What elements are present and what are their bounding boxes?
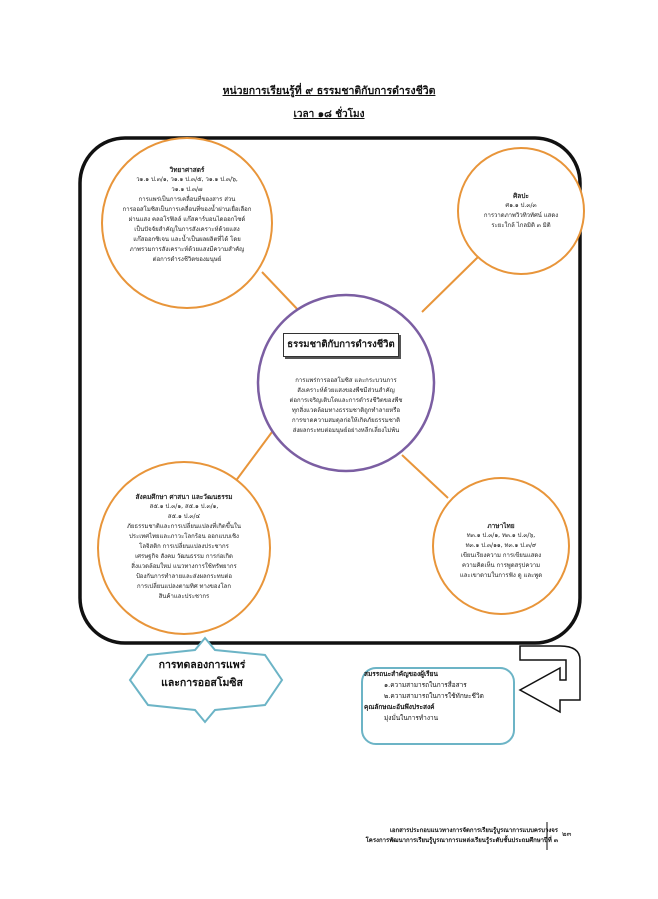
activity-star-shape: [128, 636, 284, 724]
activity-label: การทดลองการแพร่ และการออสโมซิส: [132, 656, 272, 692]
thai-line: ความคิดเห็น การพูดสรุปความ: [461, 562, 541, 569]
competency-text: สมรรถนะสำคัญของผู้เรียน ๑.ความสามารถในกา…: [364, 669, 514, 724]
arts-heading: ศิลปะ: [513, 192, 529, 200]
center-text: การแพร่การออสโมซิส และกระบวนการ สังเคราะ…: [266, 376, 426, 436]
science-line: การแพร่เป็นการเคลื่อนที่ของสาร ส่วน: [138, 196, 236, 203]
connector-thai: [401, 454, 449, 499]
connector-social: [231, 431, 273, 487]
center-line: ส่งผลกระทบต่อมนุษย์อย่างหลีกเลี่ยงไม่พ้น: [292, 427, 400, 434]
science-line: เป็นปัจจัยสำคัญในการสังเคราะห์ด้วยแสง: [134, 226, 240, 233]
footer-text: เอกสารประกอบแนวทางการจัดการเรียนรู้บูรณา…: [366, 826, 558, 846]
trait-heading: คุณลักษณะอันพึงประสงค์: [364, 703, 435, 711]
social-line: การเปลี่ยนแปลงตามทิศ ทางของโลก: [137, 583, 231, 590]
competency-item: ๒.ความสามารถในการใช้ทักษะชีวิต: [384, 692, 484, 700]
footer-line: เอกสารประกอบแนวทางการจัดการเรียนรู้บูรณา…: [389, 827, 558, 834]
arts-line: ระยะใกล้ ไกลมิติ ๓ มิติ: [491, 222, 551, 229]
thai-code: ท๓.๑ ป.๓/๑๑, ท๓.๑ ป.๓/๙: [465, 542, 537, 549]
center-title-box: ธรรมชาติกับการดำรงชีวิต: [283, 333, 399, 357]
frame-border: [78, 136, 582, 645]
social-line: ป้องกันการทำลายและส่งผลกระทบต่อ: [135, 573, 233, 580]
arrow-shape: [518, 645, 581, 714]
center-line: การแพร่การออสโมซิส และกระบวนการ: [295, 377, 397, 384]
activity-line: การทดลองการแพร่: [158, 659, 246, 671]
footer-line: โครงการพัฒนาการเรียนรู้บูรณาการแหล่งเรีย…: [365, 837, 558, 844]
thai-circle: [432, 477, 570, 615]
social-circle: [97, 461, 271, 635]
center-line: ต่อการเจริญเติบโตและการดำรงชีวิตของพืช: [289, 397, 403, 404]
arts-line: การวาดภาพวิวทิวทัศน์ แสดง: [483, 212, 559, 219]
science-code: ว๑.๑ ป.๓/๗: [171, 186, 203, 193]
social-line: โลจิสติก การเปลี่ยนแปลงประชากร: [139, 543, 229, 550]
thai-code: ท๓.๑ ป.๓/๑, ท๓.๑ ป.๓/๖,: [466, 532, 536, 539]
science-line: ต่อการดำรงชีวิตของมนุษย์: [152, 256, 222, 263]
science-circle: [101, 137, 273, 309]
science-code: ว๑.๑ ป.๓/๑, ว๑.๑ ป.๓/๕, ว๑.๑ ป.๓/๖,: [136, 176, 238, 183]
thai-line: และเขาดามในการฟัง ดู และพูด: [459, 572, 543, 579]
arts-circle: [457, 147, 585, 275]
center-line: ทุกสิ่งแวดล้อมทางธรรมชาติถูกทำลายหรือ: [291, 407, 401, 414]
social-line: สิ่งแวดล้อมใหม่ แนวทางการใช้ทรัพยากร: [131, 563, 237, 570]
trait-item: มุ่งมั่นในการทำงาน: [384, 714, 439, 722]
thai-line: เขียนเรียงความ การเขียนแสดง: [460, 552, 542, 559]
connector-arts: [421, 256, 479, 313]
science-line: แก๊สออกซิเจน และน้ำเป็นผลผลิตที่ได้ โดย: [133, 236, 241, 243]
center-line: การขาดความสมดุลก่อให้เกิดภัยธรรมชาติ: [291, 417, 401, 424]
social-line: เศรษฐกิจ สังคม วัฒนธรรม การก่อเกิด: [135, 553, 233, 560]
social-code: ส๕.๑ ป.๓/๔: [167, 513, 201, 520]
science-heading: วิทยาศาสตร์: [169, 166, 205, 174]
competency-heading: สมรรถนะสำคัญของผู้เรียน: [364, 670, 438, 678]
competency-box: [361, 667, 515, 745]
social-heading: สังคมศึกษา ศาสนา และวัฒนธรรม: [135, 493, 233, 501]
thai-heading: ภาษาไทย: [487, 522, 515, 530]
science-text: วิทยาศาสตร์ ว๑.๑ ป.๓/๑, ว๑.๑ ป.๓/๕, ว๑.๑…: [107, 165, 267, 265]
duration-label: เวลา ๑๘ ชั่วโมง: [293, 109, 365, 120]
science-line: ผ่านแสง คลอโรฟิลล์ แก๊สคาร์บอนไดออกไซด์: [128, 216, 246, 223]
social-line: สินค้าและประชากร: [158, 593, 210, 600]
social-code: ส๕.๑ ป.๓/๑, ส๕.๑ ป.๓/๑,: [149, 503, 219, 510]
social-text: สังคมศึกษา ศาสนา และวัฒนธรรม ส๕.๑ ป.๓/๑,…: [104, 492, 264, 602]
science-line: การออสโมซิสเป็นการเคลื่อนที่ของน้ำผ่านเย…: [122, 206, 252, 213]
social-line: ประเทศไทยและภาวะโลกร้อน ออกแบบเชิง: [129, 533, 239, 540]
thai-text: ภาษาไทย ท๓.๑ ป.๓/๑, ท๓.๑ ป.๓/๖, ท๓.๑ ป.๓…: [438, 521, 564, 581]
center-line: สังเคราะห์ด้วยแสงของพืชมีส่วนสำคัญ: [297, 387, 395, 394]
page-title: หน่วยการเรียนรู้ที่ ๙ ธรรมชาติกับการดำรง…: [222, 85, 436, 97]
social-line: ภัยธรรมชาติและการเปลี่ยนแปลงที่เกิดขึ้นใ…: [126, 523, 242, 530]
science-line: ภาพรวมการสังเคราะห์ด้วยแสงมีความสำคัญ: [129, 246, 245, 253]
page-number: ๒๓: [562, 830, 572, 838]
activity-line: และการออสโมซิส: [161, 677, 243, 689]
arts-text: ศิลปะ ศ๑.๑ ป.๓/๓ การวาดภาพวิวทิวทัศน์ แส…: [461, 191, 581, 231]
arts-code: ศ๑.๑ ป.๓/๓: [505, 202, 537, 209]
competency-item: ๑.ความสามารถในการสื่อสาร: [384, 681, 467, 689]
connector-science: [261, 271, 301, 313]
